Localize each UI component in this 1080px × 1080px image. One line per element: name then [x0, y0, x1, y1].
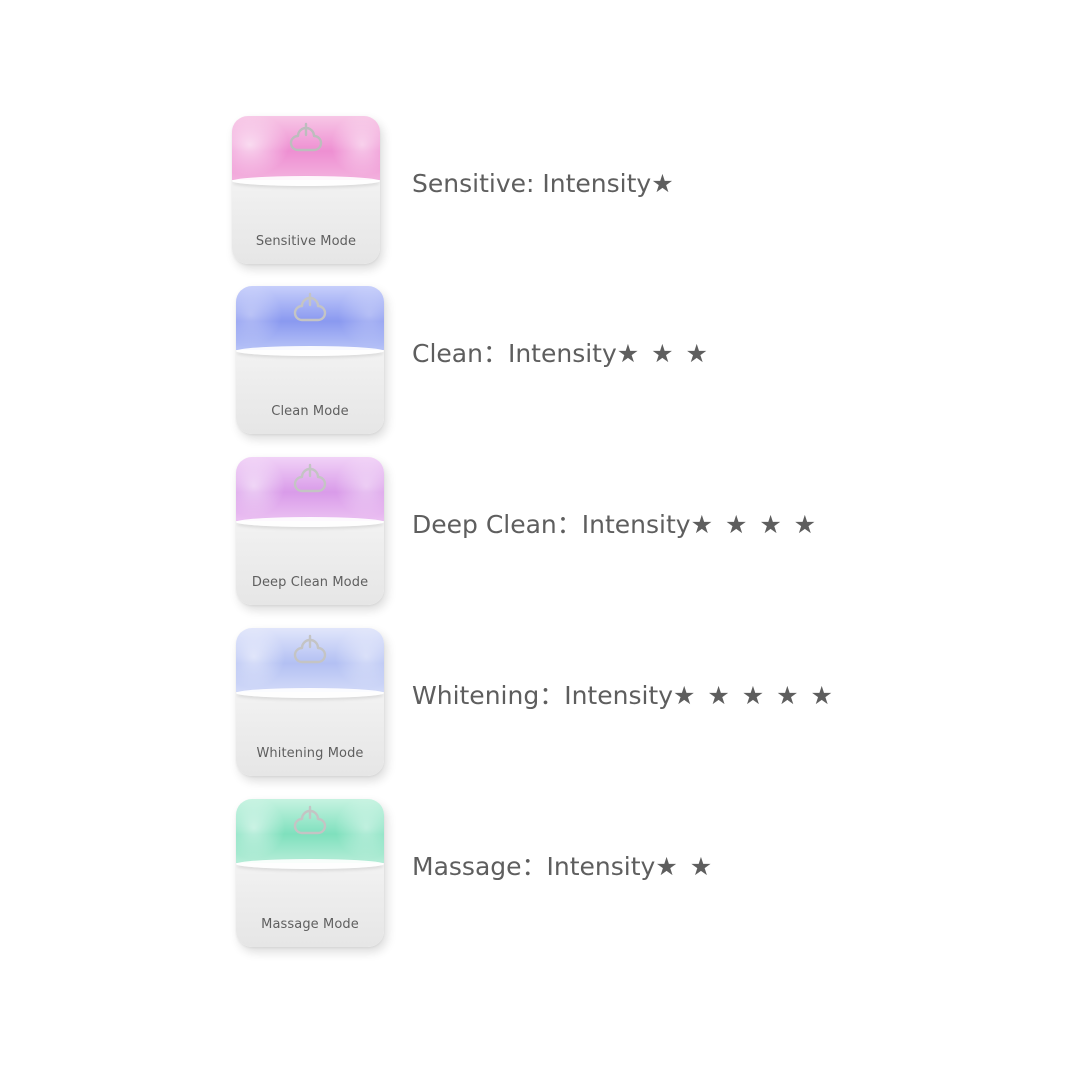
- mode-description: Massage：Intensity★ ★: [412, 851, 714, 883]
- intensity-label: Intensity: [542, 169, 652, 198]
- mode-tile-whitening: Whitening Mode: [236, 628, 384, 776]
- intensity-stars: ★ ★ ★: [616, 339, 710, 368]
- mode-name: Massage：: [412, 852, 547, 881]
- intensity-label: Intensity: [507, 339, 617, 368]
- intensity-label: Intensity: [564, 681, 674, 710]
- mode-caption: Clean Mode: [271, 404, 349, 419]
- intensity-stars: ★ ★: [655, 852, 715, 881]
- mode-description: Clean：Intensity★ ★ ★: [412, 338, 710, 370]
- mode-caption: Whitening Mode: [256, 746, 364, 761]
- power-icon: [293, 292, 327, 322]
- intensity-label: Intensity: [581, 510, 691, 539]
- mode-row-whitening: Whitening Mode Whitening：Intensity★ ★ ★ …: [232, 628, 932, 778]
- intensity-label: Intensity: [546, 852, 656, 881]
- mode-tile-sensitive: Sensitive Mode: [232, 116, 380, 264]
- mode-tile-clean: Clean Mode: [236, 286, 384, 434]
- mode-row-sensitive: Sensitive Mode Sensitive: Intensity★: [232, 116, 932, 266]
- mode-caption: Sensitive Mode: [255, 234, 357, 249]
- mode-name: Whitening：: [412, 681, 565, 710]
- mode-tile-massage: Massage Mode: [236, 799, 384, 947]
- intensity-stars: ★: [651, 169, 676, 198]
- mode-description: Whitening：Intensity★ ★ ★ ★ ★: [412, 680, 835, 712]
- mode-row-clean: Clean Mode Clean：Intensity★ ★ ★: [232, 286, 932, 436]
- power-icon: [293, 634, 327, 664]
- mode-description: Deep Clean：Intensity★ ★ ★ ★: [412, 509, 818, 541]
- mode-name: Sensitive:: [412, 169, 543, 198]
- power-icon: [289, 122, 323, 152]
- power-icon: [293, 463, 327, 493]
- mode-caption: Massage Mode: [261, 917, 359, 932]
- mode-row-massage: Massage Mode Massage：Intensity★ ★: [232, 799, 932, 949]
- mode-row-deep-clean: Deep Clean Mode Deep Clean：Intensity★ ★ …: [232, 457, 932, 607]
- mode-description: Sensitive: Intensity★: [412, 168, 676, 200]
- power-icon: [293, 805, 327, 835]
- mode-name: Clean：: [412, 339, 508, 368]
- intensity-stars: ★ ★ ★ ★: [690, 510, 819, 539]
- mode-caption: Deep Clean Mode: [251, 575, 369, 590]
- intensity-stars: ★ ★ ★ ★ ★: [673, 681, 835, 710]
- mode-tile-deep-clean: Deep Clean Mode: [236, 457, 384, 605]
- mode-name: Deep Clean：: [412, 510, 582, 539]
